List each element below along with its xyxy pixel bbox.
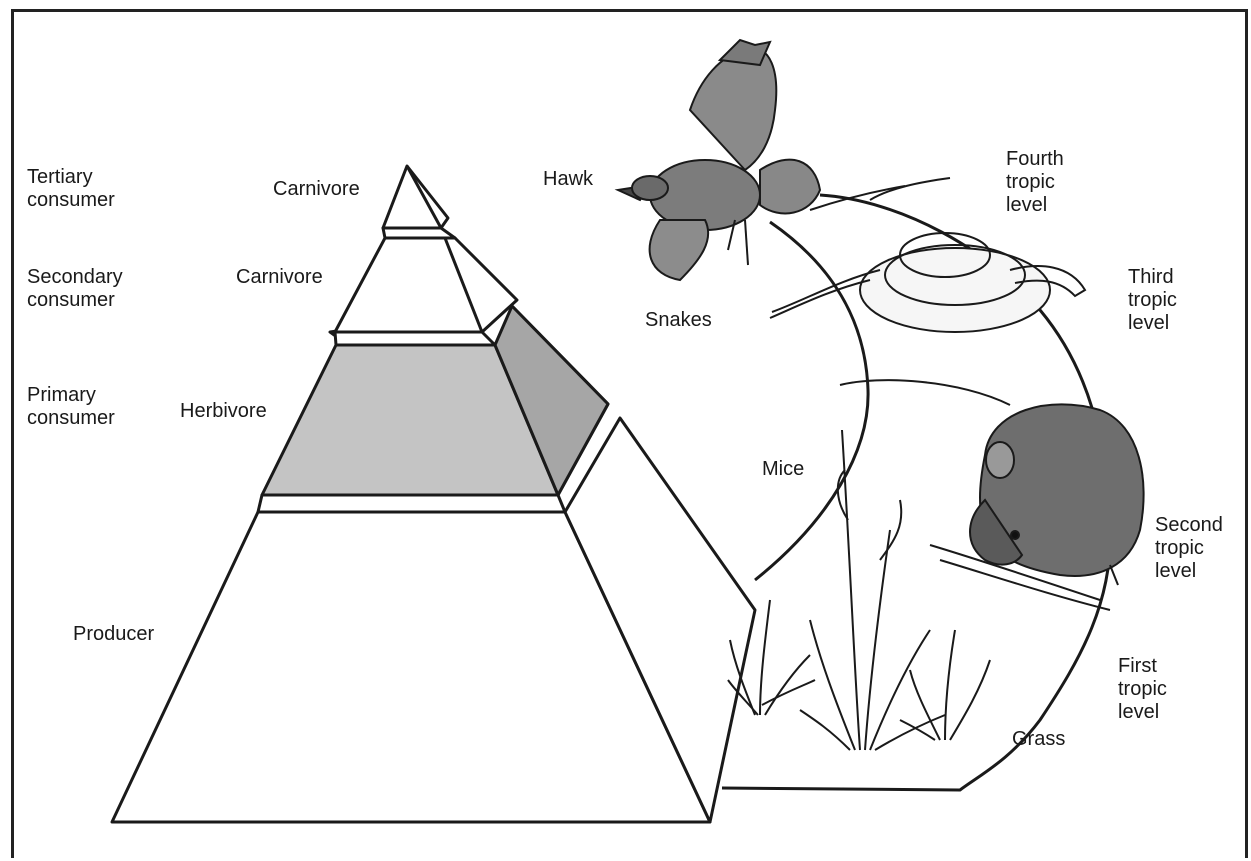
fourth-level-label: Fourth tropic level [1006,148,1064,217]
grass-label: Grass [1012,728,1065,751]
mouse-illustration [840,380,1144,610]
second-level-label: Second tropic level [1155,514,1223,583]
herbivore-label: Herbivore [180,400,267,423]
hawk-label: Hawk [543,168,593,191]
carnivore-top-tier [383,166,455,238]
food-chain-loop [755,222,868,580]
primary-consumer-label: Primary consumer [27,384,115,430]
first-level-label: First tropic level [1118,655,1167,724]
mice-label: Mice [762,458,804,481]
snakes-label: Snakes [645,309,712,332]
carnivore-top-label: Carnivore [273,178,360,201]
tertiary-consumer-label: Tertiary consumer [27,166,115,212]
third-level-label: Third tropic level [1128,266,1177,335]
hawk-illustration [618,40,820,280]
secondary-consumer-label: Secondary consumer [27,266,123,312]
carnivore-upper-label: Carnivore [236,266,323,289]
producer-label: Producer [73,623,154,646]
